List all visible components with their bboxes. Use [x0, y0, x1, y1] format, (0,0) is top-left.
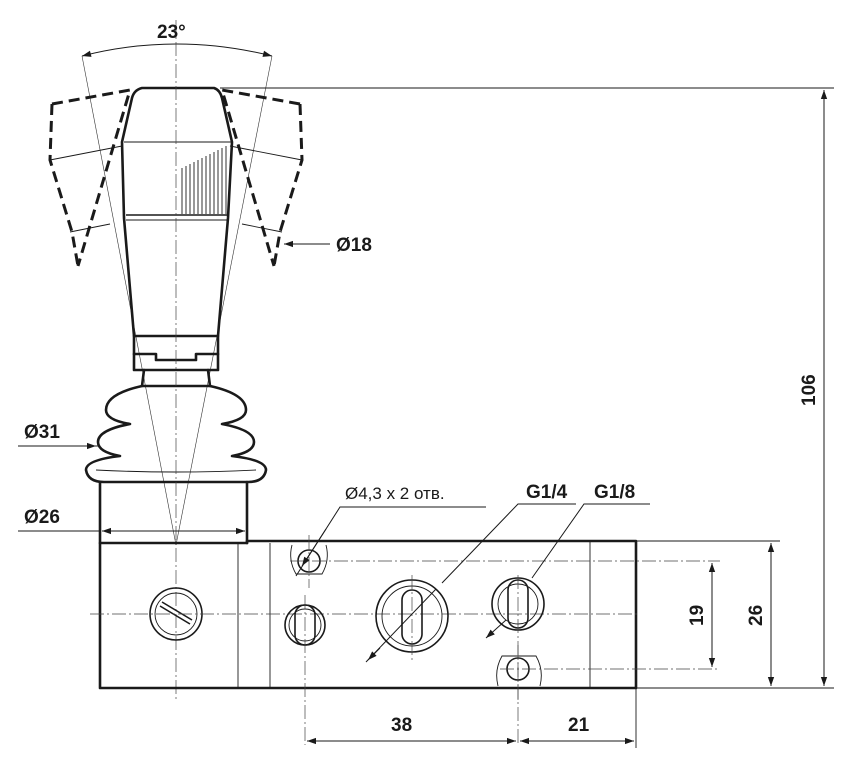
body-height-dimension [636, 540, 780, 686]
body-height-label: 26 [746, 605, 767, 626]
total-height-dimension [220, 87, 834, 689]
port-large-leader [365, 503, 576, 663]
edge-offset-dimension [520, 688, 637, 748]
port-small-label: G1/8 [594, 482, 635, 503]
port-small-right-icon [491, 575, 545, 745]
handle-diameter-label: Ø18 [336, 235, 372, 256]
port-small-left-icon [284, 595, 326, 745]
bellows-collar [98, 480, 249, 545]
holes-note-label: Ø4,3 x 2 отв. [345, 484, 445, 503]
handle-right-tilt-outline [219, 88, 304, 267]
edge-offset-label: 21 [568, 715, 590, 736]
collar-diameter-label: Ø26 [24, 507, 60, 528]
mounting-hole-upper [290, 535, 720, 588]
knurl-texture [181, 146, 227, 214]
total-height-label: 106 [799, 374, 820, 406]
port-large-label: G1/4 [526, 482, 568, 503]
screw-plug-icon [90, 587, 640, 641]
holes-vertical-spacing-label: 19 [687, 605, 708, 626]
mounting-hole-lower [496, 645, 720, 700]
bellows-diameter-label: Ø31 [24, 422, 60, 443]
swing-angle-dimension [81, 43, 273, 546]
handle-left-tilt-outline [48, 88, 133, 267]
valve-body [98, 539, 638, 690]
holes-horizontal-spacing-label: 38 [391, 715, 412, 736]
holes-note-leader [295, 506, 486, 577]
port-large-icon [375, 575, 449, 660]
angle-label: 23° [157, 22, 186, 43]
port-small-leader [485, 503, 650, 639]
handle-knob [120, 86, 234, 338]
